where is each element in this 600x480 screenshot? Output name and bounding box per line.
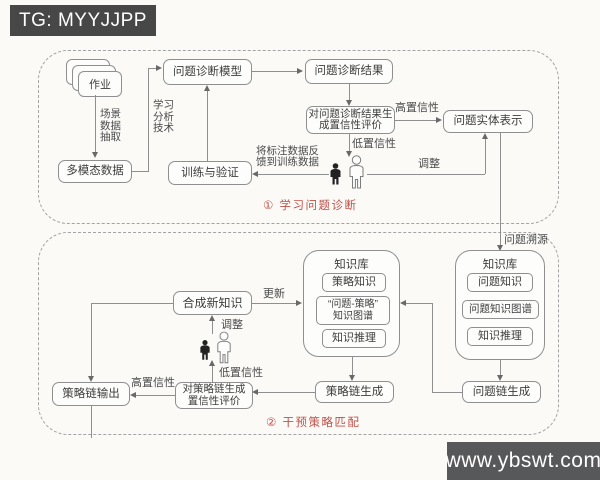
connector — [252, 303, 296, 304]
node-strategy-chain-gen: 策略链生成 — [315, 381, 394, 403]
arrowhead — [209, 315, 215, 321]
connector — [500, 360, 501, 375]
label-adjust-2: 调整 — [221, 319, 243, 331]
node-entity-representation: 问题实体表示 — [443, 110, 533, 133]
arrowhead — [297, 68, 303, 74]
node-problem-strategy-graph: “问题-策略” 知识图谱 — [316, 296, 390, 325]
connector — [148, 68, 149, 171]
node-multimodal-data: 多模态数据 — [58, 160, 132, 183]
node-knowledge-reasoning-right: 知识推理 — [467, 327, 533, 346]
node-synthesize-knowledge: 合成新知识 — [173, 291, 252, 315]
node-problem-knowledge: 问题知识 — [467, 273, 533, 292]
node-diagnosis-result: 问题诊断结果 — [305, 59, 393, 84]
connector — [91, 406, 92, 438]
label-feedback-line2: 馈到训练数据 — [256, 156, 319, 168]
label-feedback-line1: 将标注数据反 — [256, 145, 319, 157]
node-confidence-eval-1: 对问题诊断结果生 成置信性评价 — [306, 106, 395, 134]
label-adjust-1: 调整 — [418, 158, 440, 170]
human-filled-person-icon — [330, 163, 341, 185]
arrowhead — [156, 65, 162, 71]
human-outlined-person-icon — [349, 155, 364, 189]
node-entity-representation-label: 问题实体表示 — [453, 115, 523, 128]
connector — [367, 174, 485, 175]
label-high-confidence-1: 高置信性 — [395, 102, 439, 114]
arrowhead — [204, 85, 210, 91]
arrowhead — [497, 375, 503, 381]
connector — [432, 303, 433, 392]
label-update: 更新 — [263, 288, 285, 300]
node-strategy-chain-output: 策略链输出 — [52, 382, 130, 406]
node-confidence-eval-1-line2: 成置信性评价 — [319, 119, 382, 131]
node-train-validate-label: 训练与验证 — [181, 166, 239, 179]
node-diagnosis-model: 问题诊断模型 — [163, 59, 252, 85]
node-diagnosis-model-label: 问题诊断模型 — [173, 65, 242, 78]
connector — [132, 171, 149, 172]
node-knowledge-reasoning-mid: 知识推理 — [322, 329, 386, 348]
label-low-confidence-2: 低置信性 — [219, 367, 263, 379]
arrowhead — [482, 133, 488, 139]
connector — [258, 174, 329, 175]
label-scene-data-extraction: 场景数据抽取 — [100, 108, 121, 143]
connector — [406, 303, 432, 304]
connector — [258, 392, 315, 393]
arrowhead — [346, 151, 352, 157]
arrowhead — [252, 171, 258, 177]
arrowhead — [209, 360, 215, 366]
node-multimodal-data-label: 多模态数据 — [66, 165, 124, 178]
connector — [349, 84, 350, 100]
connector — [212, 317, 213, 334]
arrowhead — [130, 392, 136, 398]
connector — [148, 68, 156, 69]
label-high-confidence-2: 高置信性 — [131, 377, 175, 389]
label-learning-analytics: 学习分析技术 — [153, 99, 174, 134]
human-filled-person-icon — [200, 340, 210, 360]
arrowhead — [252, 389, 258, 395]
connector — [395, 120, 436, 121]
node-diagnosis-result-label: 问题诊断结果 — [314, 65, 384, 78]
arrowhead — [346, 100, 352, 106]
arrowhead — [436, 117, 442, 123]
kb-problem-title: 知识库 — [482, 259, 518, 271]
connector — [207, 91, 208, 161]
section1-title: ① 学习问题诊断 — [263, 200, 358, 212]
connector — [432, 392, 462, 393]
node-train-validate: 训练与验证 — [168, 161, 252, 185]
arrowhead — [497, 245, 503, 251]
connector — [252, 71, 297, 72]
connector — [91, 303, 92, 376]
label-problem-tracing: 问题溯源 — [504, 234, 548, 246]
section1-frame — [38, 50, 559, 224]
arrowhead — [88, 376, 94, 382]
label-low-confidence-1: 低置信性 — [352, 138, 396, 150]
node-confidence-eval-2: 对策略链生成 置信性评价 — [175, 382, 253, 409]
connector — [485, 139, 486, 174]
connector — [352, 357, 353, 375]
arrowhead — [296, 300, 302, 306]
connector — [349, 134, 350, 151]
node-problem-chain-gen: 问题链生成 — [462, 381, 541, 403]
arrowhead — [400, 300, 406, 306]
arrowhead — [349, 375, 355, 381]
node-homework: 作业 — [78, 71, 122, 97]
bottom-right-watermark: www.ybswt.com — [446, 442, 600, 480]
section2-frame — [38, 232, 559, 435]
top-left-watermark: TG: MYYJJPP — [10, 5, 156, 36]
node-problem-knowledge-graph: 问题知识图谱 — [462, 300, 539, 319]
connector — [91, 303, 173, 304]
node-homework-label: 作业 — [89, 79, 111, 91]
connector — [212, 364, 213, 382]
connector — [136, 395, 175, 396]
section2-title: ② 干预策略匹配 — [266, 417, 361, 429]
connector — [500, 133, 501, 245]
connector — [95, 95, 96, 152]
kb-strategy-title: 知识库 — [334, 259, 369, 271]
arrowhead — [92, 152, 98, 158]
human-outlined-person-icon — [217, 331, 231, 364]
node-strategy-knowledge: 策略知识 — [322, 273, 386, 292]
node-confidence-eval-1-line1: 对问题诊断结果生 — [308, 107, 393, 120]
